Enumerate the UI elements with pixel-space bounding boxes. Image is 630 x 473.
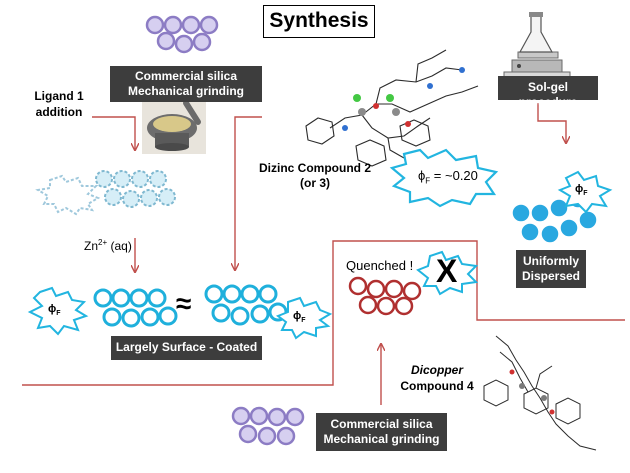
phi-sub: F [425, 176, 431, 186]
uniformly-dispersed-line1: Uniformly [522, 254, 579, 268]
phi-value: = ~0.20 [433, 168, 478, 183]
purple-silica-cluster-bottom [231, 406, 305, 446]
commercial-silica-top-box: Commercial silica Mechanical grinding [110, 66, 262, 102]
largely-surface-coated-label: Largely Surface - Coated [115, 340, 258, 354]
ligand-addition-line1: Ligand 1 [34, 89, 84, 103]
dizinc-atoms [342, 67, 465, 131]
quenched-label: Quenched ! [346, 258, 414, 273]
ligand-addition-line2: addition [35, 105, 83, 119]
zn-symbol: Zn [84, 239, 99, 253]
left-phi-label: ϕF [48, 303, 61, 318]
commercial-silica-top-line2: Mechanical grinding [127, 84, 244, 98]
quenched-red-spheres [348, 276, 422, 316]
right-coated-spheres [204, 284, 288, 326]
dicopper-crystal-structure [483, 335, 597, 451]
ligand-arrow [92, 116, 135, 150]
right-phi-label: ϕF [293, 310, 306, 325]
left-coated-spheres [93, 288, 178, 328]
commercial-silica-bottom-box: Commercial silica Mechanical grinding [316, 413, 447, 451]
page-title: Synthesis [269, 9, 369, 32]
dizinc-compound-label: Dizinc Compound 2 (or 3) [256, 161, 374, 191]
uniform-phi-burst [557, 170, 613, 214]
commercial-silica-top-line1: Commercial silica [134, 69, 238, 83]
commercial-silica-bottom-line1: Commercial silica [330, 417, 433, 431]
quench-x-mark: X [436, 253, 458, 289]
dicopper-atoms [509, 369, 555, 415]
sol-gel-label: Sol-gel procedure [518, 80, 578, 109]
dicopper-compound-line2: Compound 4 [400, 379, 474, 393]
dizinc-crystal-structure [305, 49, 479, 167]
grinding-arrow [235, 116, 262, 270]
uniform-phi-label: ϕF [575, 183, 588, 198]
sol-gel-arrow [537, 103, 566, 143]
left-phi-burst [27, 286, 89, 336]
sol-gel-box: Sol-gel procedure [498, 76, 598, 109]
mortar-pestle-image [142, 100, 206, 154]
dizinc-compound-line2: (or 3) [300, 176, 330, 190]
purple-silica-cluster-top [145, 15, 219, 54]
commercial-silica-bottom-line2: Mechanical grinding [323, 432, 440, 446]
route-line [22, 240, 625, 386]
phi-value-label: ϕF = ~0.20 [418, 168, 478, 186]
zn-suffix: (aq) [107, 239, 132, 253]
flow-arrows [22, 103, 625, 405]
dicopper-compound-line1: Dicopper [410, 363, 463, 377]
approx-symbol: ≈ [176, 288, 192, 319]
zn-label: Zn2+ (aq) [84, 238, 132, 253]
title-box: Synthesis [263, 5, 375, 38]
uniformly-dispersed-box: Uniformly Dispersed [516, 250, 586, 288]
phi-symbol: ϕ [418, 168, 426, 183]
uniformly-dispersed-line2: Dispersed [521, 269, 581, 283]
ligand-burst [35, 174, 101, 216]
hotplate-flask-image [503, 12, 571, 83]
largely-surface-coated-box: Largely Surface - Coated [111, 336, 262, 360]
ligand-sphere-cluster [95, 170, 176, 208]
dicopper-compound-label: Dicopper Compound 4 [398, 362, 476, 394]
right-phi-burst [275, 296, 333, 340]
quench-burst [416, 250, 479, 296]
dizinc-compound-line1: Dizinc Compound 2 [259, 161, 371, 175]
zn-charge: 2+ [98, 238, 108, 247]
phi-value-burst [389, 148, 499, 208]
ligand-addition-label: Ligand 1 addition [24, 88, 94, 120]
